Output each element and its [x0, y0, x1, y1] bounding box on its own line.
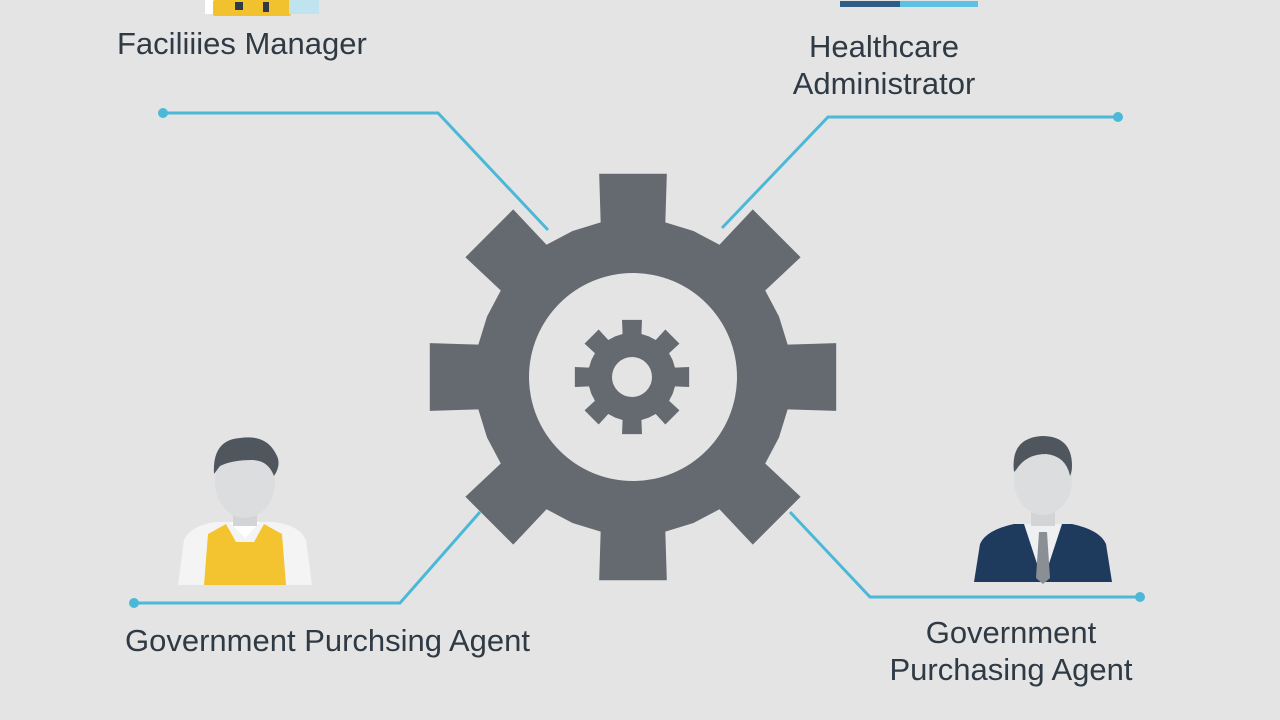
- gear-icon: [429, 173, 837, 581]
- connector-dot-top-right: [1113, 112, 1123, 122]
- worker-avatar-icon: [170, 430, 320, 590]
- node-label-bottom-right: Government Purchasing Agent: [868, 614, 1154, 688]
- node-label-bottom-right-line-1: Government: [925, 615, 1097, 650]
- connector-dot-top-left: [158, 108, 168, 118]
- connector-dot-bottom-right: [1135, 592, 1145, 602]
- connector-bottom-right: [788, 510, 1140, 599]
- connector-top-left: [163, 111, 550, 232]
- document-icon: [830, 0, 980, 12]
- node-label-bottom-left: Government Purchsing Agent: [125, 623, 530, 658]
- connector-dot-bottom-left: [129, 598, 139, 608]
- node-label-top-right: Healthcare Administrator: [778, 28, 990, 102]
- node-label-bottom-right-line-2: Purchasing Agent: [889, 652, 1133, 687]
- node-label-top-right-line-2: Administrator: [792, 66, 976, 101]
- businessman-avatar-icon: [968, 430, 1118, 590]
- node-label-top-left: Faciliiies Manager: [117, 26, 367, 61]
- connector-top-right: [720, 115, 1118, 230]
- node-label-top-right-line-1: Healthcare: [809, 29, 959, 64]
- connector-bottom-left: [134, 511, 482, 605]
- toolbox-icon: [205, 0, 325, 20]
- connector-lines: [129, 108, 1145, 608]
- small-gear-icon: [574, 319, 690, 435]
